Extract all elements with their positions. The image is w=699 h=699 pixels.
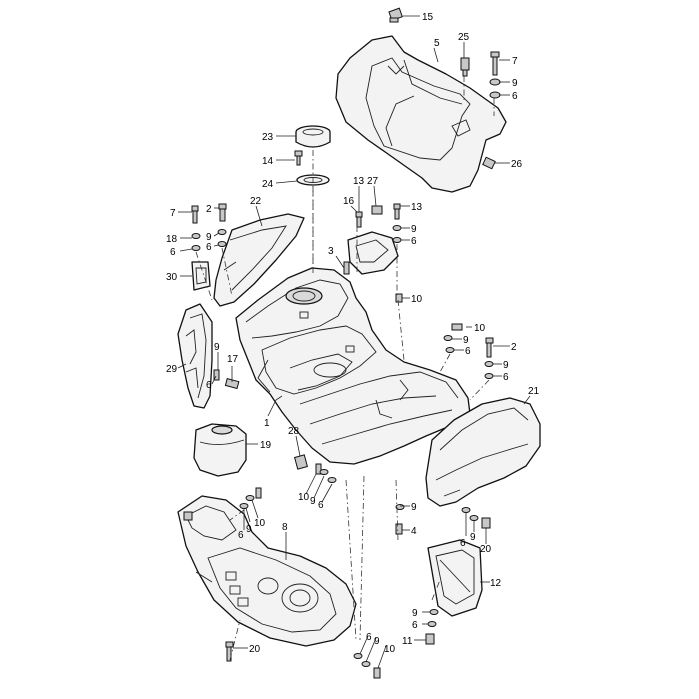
callout-5: 5 — [434, 38, 440, 49]
callout-9d: 9 — [463, 335, 469, 346]
hardware-left-mid — [213, 369, 240, 390]
callout-9j: 9 — [470, 532, 476, 543]
part-28-bolt — [294, 454, 308, 470]
callout-6d: 6 — [465, 346, 471, 357]
callout-6h: 6 — [238, 530, 244, 541]
callout-27: 27 — [367, 176, 379, 187]
callout-6i: 6 — [460, 538, 466, 549]
callout-28: 28 — [288, 426, 300, 437]
assembly-centerlines — [195, 76, 495, 661]
part-left-fender-flare — [213, 213, 305, 307]
callout-21: 21 — [528, 386, 540, 397]
part-main-body — [235, 267, 471, 465]
callout-9k: 9 — [412, 608, 418, 619]
callout-9g: 9 — [310, 496, 316, 507]
callout-20a: 20 — [480, 544, 492, 555]
callout-6g: 6 — [318, 500, 324, 511]
callout-16: 16 — [343, 196, 355, 207]
hardware-right-mid — [443, 323, 494, 379]
callout-6c2: 6 — [206, 242, 212, 253]
hardware-center-lower — [315, 463, 337, 483]
callout-29: 29 — [166, 364, 178, 375]
callout-20b: 20 — [249, 644, 261, 655]
callout-25: 25 — [458, 32, 470, 43]
callout-6k: 6 — [366, 632, 372, 643]
callout-26: 26 — [511, 159, 523, 170]
callout-18: 18 — [166, 234, 178, 245]
callout-24: 24 — [262, 179, 274, 190]
callout-13b: 13 — [411, 202, 423, 213]
hardware-dash-lower — [225, 641, 381, 679]
callout-8: 8 — [282, 522, 288, 533]
callout-13a: 13 — [353, 176, 365, 187]
callout-9f: 9 — [214, 342, 220, 353]
callout-14: 14 — [262, 156, 274, 167]
hardware-right-lower — [395, 504, 491, 645]
hardware-top-right — [460, 51, 501, 170]
callout-6b: 6 — [411, 236, 417, 247]
callout-19: 19 — [260, 440, 272, 451]
callout-22: 22 — [250, 196, 262, 207]
callout-1: 1 — [264, 418, 270, 429]
hardware-left-upper — [191, 203, 227, 251]
part-front-dash-panel — [177, 495, 357, 647]
callout-leaders — [177, 15, 531, 669]
part-right-lower-bracket — [427, 539, 483, 617]
callout-6a: 6 — [512, 91, 518, 102]
callout-9i: 9 — [246, 524, 252, 535]
part-reservoir-tank — [193, 423, 247, 477]
part-fuel-cap-set — [294, 125, 331, 186]
callout-10c: 10 — [298, 492, 310, 503]
callout-30: 30 — [166, 272, 178, 283]
callout-7b: 7 — [170, 208, 176, 219]
hardware-dash-upper — [239, 487, 262, 509]
part-rear-upper-cover — [335, 35, 507, 193]
callout-6c: 6 — [170, 247, 176, 258]
part-15-clip — [388, 7, 403, 23]
callout-6f: 6 — [206, 380, 212, 391]
callout-10e: 10 — [384, 644, 396, 655]
callout-10b: 10 — [474, 323, 486, 334]
callout-2b: 2 — [511, 342, 517, 353]
callout-9a: 9 — [512, 78, 518, 89]
callout-15: 15 — [422, 12, 434, 23]
callout-7a: 7 — [512, 56, 518, 67]
part-center-bracket — [343, 203, 403, 303]
callout-17: 17 — [227, 354, 239, 365]
part-left-side-panel — [177, 303, 213, 409]
callout-23: 23 — [262, 132, 274, 143]
callout-3: 3 — [328, 246, 334, 257]
callout-10a: 10 — [411, 294, 423, 305]
callout-11: 11 — [402, 636, 413, 647]
part-right-fender — [425, 397, 541, 507]
callout-4: 4 — [411, 526, 417, 537]
callout-labels: 15 5 25 7 9 6 26 23 14 24 13 27 16 13 9 … — [166, 12, 540, 655]
callout-9e: 9 — [503, 360, 509, 371]
callout-2a: 2 — [206, 204, 212, 215]
callout-6j: 6 — [412, 620, 418, 631]
callout-9l: 9 — [374, 636, 380, 647]
callout-9c: 9 — [206, 232, 212, 243]
part-left-side-bracket — [191, 261, 211, 291]
callout-10d: 10 — [254, 518, 266, 529]
callout-12: 12 — [490, 578, 502, 589]
callout-9b: 9 — [411, 224, 417, 235]
callout-9h: 9 — [411, 502, 417, 513]
callout-6e: 6 — [503, 372, 509, 383]
